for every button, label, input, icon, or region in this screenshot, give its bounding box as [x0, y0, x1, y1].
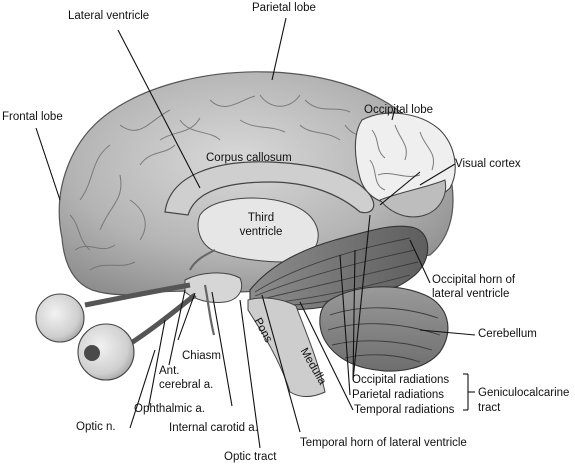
label-third-ventricle-line2: ventricle: [239, 226, 283, 238]
label-parietal-radiations: Parietal radiations: [352, 389, 445, 401]
optic-chiasm: [184, 272, 243, 303]
label-internal-carotid-a: Internal carotid a.: [169, 422, 258, 434]
label-ophthalmic-a: Ophthalmic a.: [134, 403, 205, 415]
label-lateral-ventricle: Lateral ventricle: [68, 10, 150, 22]
eyeball-upper: [35, 293, 85, 343]
visual-cortex: [379, 179, 447, 218]
label-third-ventricle-line1: Third: [247, 212, 275, 224]
brainstem: [247, 297, 326, 397]
label-occipital-radiations: Occipital radiations: [352, 374, 450, 386]
label-optic-n: Optic n.: [76, 421, 116, 433]
label-frontal-lobe: Frontal lobe: [2, 111, 63, 123]
pupil-icon: [84, 345, 100, 361]
eyeball-lower: [77, 323, 135, 381]
label-temporal-horn: Temporal horn of lateral ventricle: [300, 437, 467, 449]
cerebellum: [319, 286, 449, 372]
corpus-callosum: [164, 161, 375, 216]
label-occipital-horn-line1: Occipital horn of: [432, 274, 516, 286]
label-cerebellum: Cerebellum: [478, 328, 537, 340]
label-geniculocalcarine-line2: tract: [478, 402, 501, 414]
label-optic-tract: Optic tract: [224, 451, 277, 463]
anterior-cerebral-vessel: [189, 249, 216, 271]
optic-nerve-upper: [84, 282, 191, 308]
label-parietal-lobe: Parietal lobe: [252, 2, 316, 14]
leader-lines: [35, 17, 476, 449]
label-occipital-lobe: Occipital lobe: [364, 104, 434, 116]
label-ant-cerebral-line2: cerebral a.: [159, 379, 214, 391]
label-corpus-callosum: Corpus callosum: [206, 152, 292, 164]
label-ant-cerebral-line1: Ant.: [159, 365, 180, 377]
internal-carotid-vessel: [203, 284, 216, 336]
label-visual-cortex: Visual cortex: [455, 158, 521, 170]
cerebellum-folia: [327, 307, 441, 363]
label-occipital-horn-line2: lateral ventricle: [432, 288, 510, 300]
occipital-folds: [369, 124, 434, 191]
label-geniculocalcarine-line1: Geniculocalcarine: [478, 387, 570, 399]
label-chiasm: Chiasm: [182, 350, 221, 362]
label-temporal-radiations: Temporal radiations: [354, 404, 455, 416]
